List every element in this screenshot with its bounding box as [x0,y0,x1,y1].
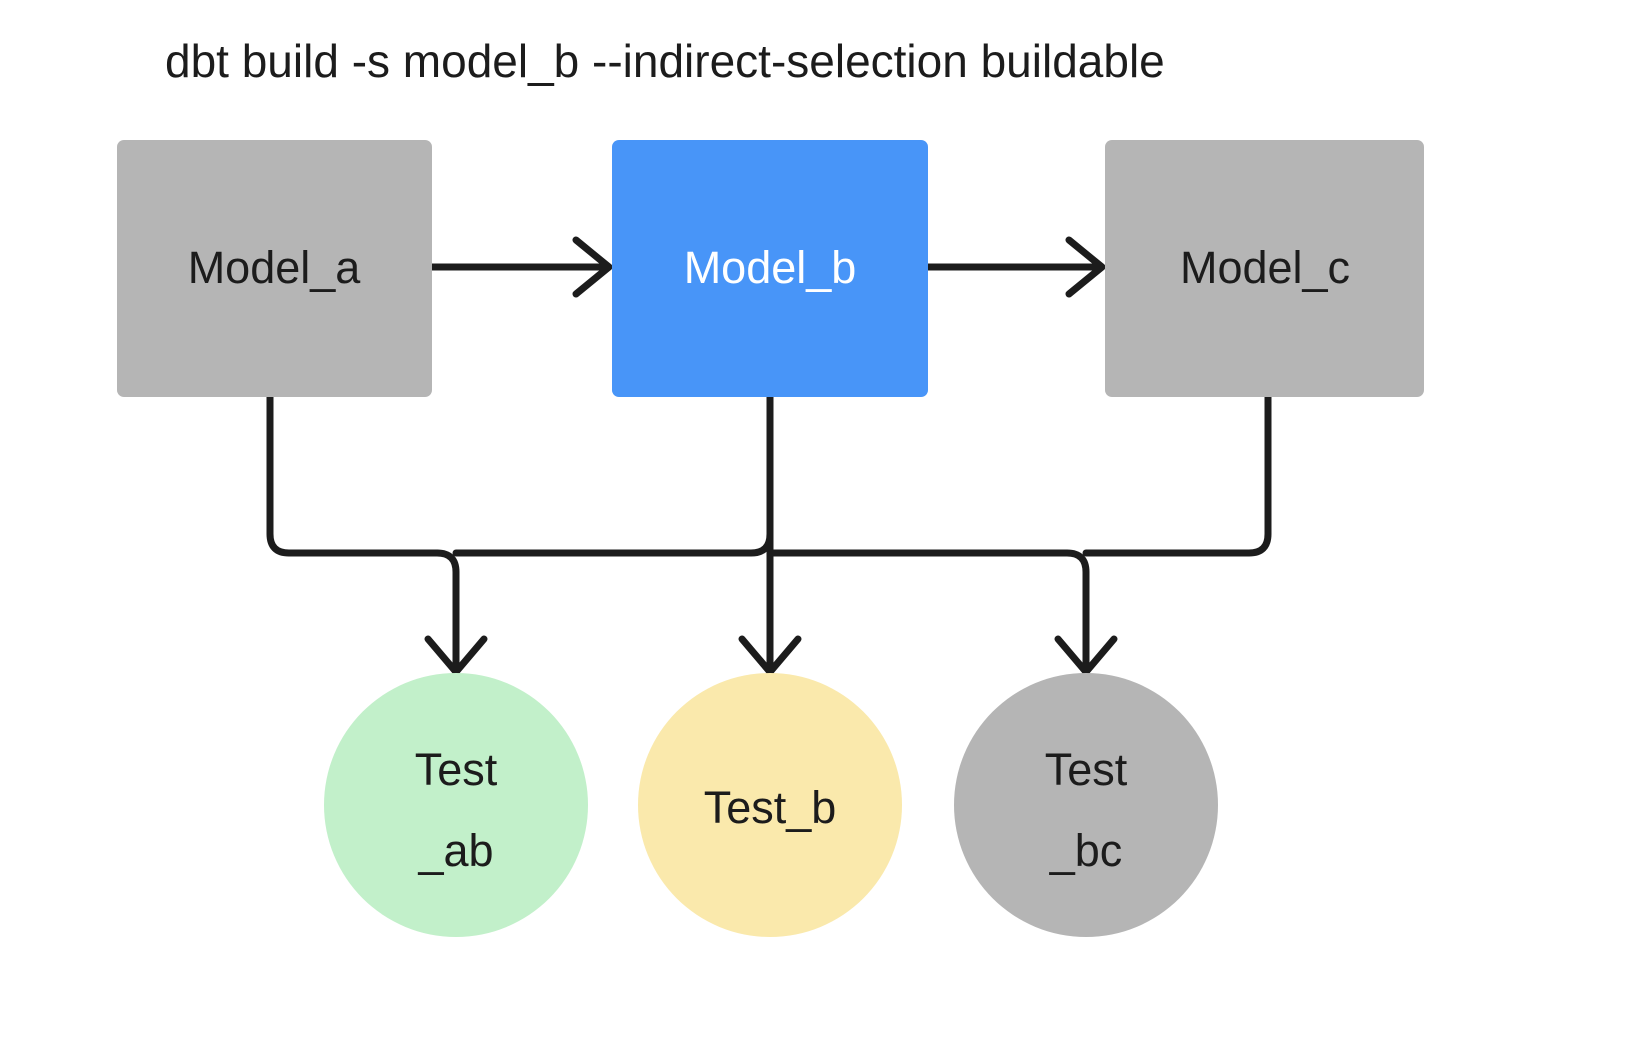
model-b-label: Model_b [684,242,857,293]
arrowhead-test-bc [1054,635,1118,676]
edge-bus-right-to-test-bc [766,549,1090,676]
arrowhead-model-c [1065,236,1106,298]
model-a-rect[interactable] [117,140,432,397]
edge-group [266,236,1272,676]
page-title: dbt build -s model_b --indirect-selectio… [165,35,1165,87]
arrowhead-test-b [738,635,802,676]
edge-bus-left-to-model-b [452,530,774,557]
test-ab-label-line2: _ab [417,825,493,876]
test-bc-circle[interactable] [954,673,1218,937]
test-bc-label-line1: Test [1045,744,1128,795]
test-bc-label-line2: _bc [1049,825,1123,876]
test-b-label-line1: Test_b [704,782,837,833]
test-node-test-b[interactable]: Test_b [638,673,902,937]
model-c-label: Model_c [1180,242,1350,293]
edge-model-a-to-bus [266,393,441,557]
model-c-rect[interactable] [1105,140,1424,397]
model-b-rect[interactable] [612,140,928,397]
edge-bus-to-test-ab [433,549,460,676]
model-node-model-a[interactable]: Model_a [117,140,432,397]
model-a-label: Model_a [188,242,362,293]
test-b-circle[interactable] [638,673,902,937]
model-node-model-c[interactable]: Model_c [1105,140,1424,397]
arrowhead-model-b [572,236,613,298]
arrowhead-test-ab [424,635,488,676]
test-node-test-bc[interactable]: Test _bc [954,673,1218,937]
test-ab-label-line1: Test [415,744,498,795]
test-ab-circle[interactable] [324,673,588,937]
edge-model-c-to-bus [1082,393,1272,557]
test-node-test-ab[interactable]: Test _ab [324,673,588,937]
model-node-model-b[interactable]: Model_b [612,140,928,397]
